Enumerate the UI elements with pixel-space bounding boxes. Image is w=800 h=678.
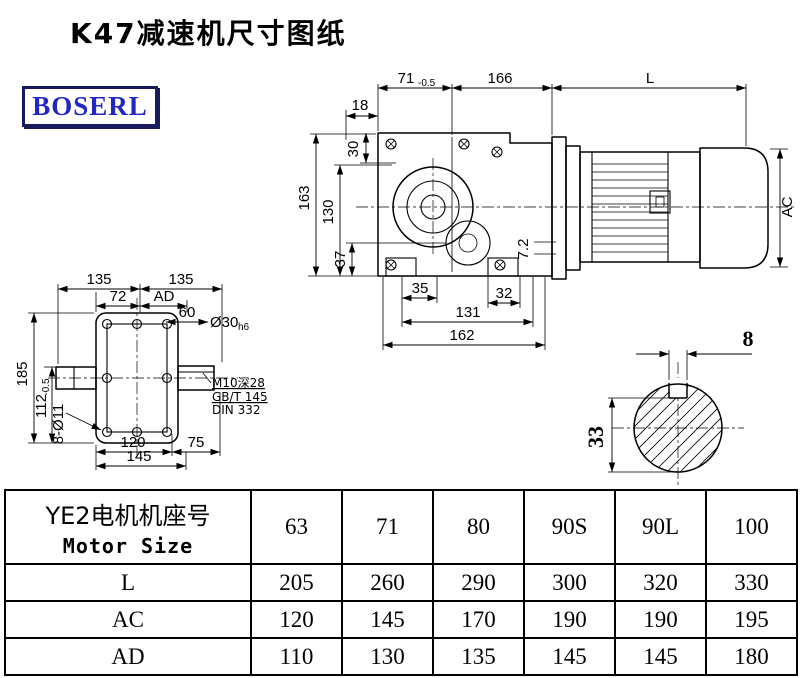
table-row-AC: AC 120 145 170 190 190 195 [4,600,798,639]
value-cell: 180 [705,637,798,676]
value-cell: 130 [341,637,434,676]
dim-L: L [646,70,654,87]
section-hatching [634,384,722,472]
front-view: 135 135 72 AD 60 Ø30 h6 185 112 -0.5 8-Ø… [14,271,268,470]
dim-162: 162 [449,327,474,344]
motor-size-header-en: Motor Size [62,534,194,558]
dim-72: 72 [110,288,127,305]
bolt-mark-icon [385,138,506,271]
dim-163: 163 [296,185,313,210]
value-cell: 170 [432,600,525,639]
value-cell: 145 [614,637,707,676]
value-cell: 110 [250,637,343,676]
page-title: K47减速机尺寸图纸 [70,17,347,50]
table-header-row: YE2电机机座号 Motor Size 63 71 80 90S 90L 100 [4,489,798,565]
dim-75: 75 [188,434,205,451]
value-cell: 145 [523,637,616,676]
side-view: 71 -0.5 166 L 18 30 163 130 37 7.2 [296,70,796,350]
dim-135-left: 135 [86,271,111,288]
dim-30: 30 [345,141,362,158]
size-column-90s: 90S [523,489,616,565]
dim-35: 35 [412,280,429,297]
value-cell: 120 [250,600,343,639]
thread-note: M10深28 [212,376,265,390]
dim-32: 32 [496,285,513,302]
dim-key-width: 8 [743,326,754,351]
row-label-AD: AD [4,637,252,676]
value-cell: 190 [523,600,616,639]
standard-gbt-note: GB/T 145 [212,390,268,404]
value-cell: 195 [705,600,798,639]
dim-135-right: 135 [168,271,193,288]
row-label-AC: AC [4,600,252,639]
dim-112-tol: -0.5 [41,378,52,396]
brand-logo: BOSERL [22,86,158,127]
row-label-L: L [4,563,252,602]
value-cell: 320 [614,563,707,602]
motor-size-table: YE2电机机座号 Motor Size 63 71 80 90S 90L 100… [4,489,798,676]
dim-130: 130 [320,199,337,224]
size-column-63: 63 [250,489,343,565]
keyway [668,383,688,399]
dim-37: 37 [332,251,349,268]
dim-145: 145 [126,448,151,465]
dim-166: 166 [487,70,512,87]
dim-bolt-holes: 8-Ø11 [50,404,67,445]
table-row-AD: AD 110 130 135 145 145 180 [4,637,798,676]
dimension-drawing: 71 -0.5 166 L 18 30 163 130 37 7.2 [14,70,796,486]
dim-7-2: 7.2 [515,239,532,260]
value-cell: 330 [705,563,798,602]
value-cell: 290 [432,563,525,602]
dim-71: 71 [398,70,415,87]
size-column-80: 80 [432,489,525,565]
size-column-71: 71 [341,489,434,565]
dim-18: 18 [352,97,369,114]
dim-key-height: 33 [583,426,608,448]
size-column-100: 100 [705,489,798,565]
dim-112: 112 [33,394,50,418]
table-row-L: L 205 260 290 300 320 330 [4,563,798,602]
dim-185: 185 [14,361,31,386]
value-cell: 205 [250,563,343,602]
value-cell: 260 [341,563,434,602]
dim-131: 131 [455,304,480,321]
dim-shaft-diameter: Ø30 [210,314,238,331]
dim-120: 120 [120,434,145,451]
value-cell: 135 [432,637,525,676]
shaft-section-view: 8 33 [583,326,754,486]
value-cell: 300 [523,563,616,602]
dim-60: 60 [179,304,196,321]
dim-AC: AC [779,196,796,217]
value-cell: 190 [614,600,707,639]
flange-bolt-holes [101,318,173,438]
value-cell: 145 [341,600,434,639]
motor-size-header-cn: YE2电机机座号 [45,502,211,530]
motor-size-header-cell: YE2电机机座号 Motor Size [4,489,252,565]
dim-AD: AD [154,288,175,305]
size-column-90l: 90L [614,489,707,565]
standard-din-note: DIN 332 [212,403,260,417]
dim-71-tol: -0.5 [418,78,436,89]
brand-text: BOSERL [32,91,148,121]
dim-shaft-fit: h6 [238,322,250,333]
